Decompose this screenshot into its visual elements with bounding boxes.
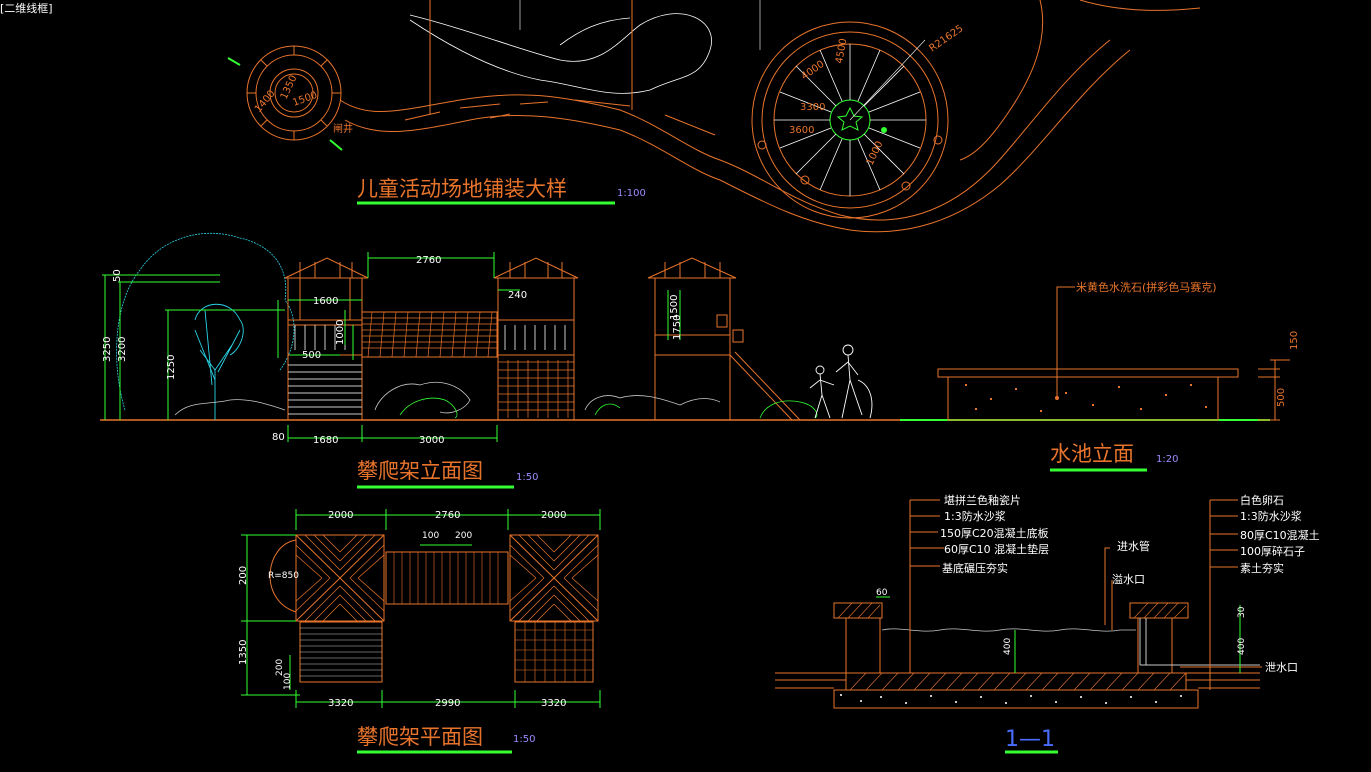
plaza-detail xyxy=(227,0,1201,233)
section-dim-60: 60 xyxy=(876,588,888,598)
plan-dim-b3: 3320 xyxy=(541,698,566,709)
section-right-note-1: 白色卵石 xyxy=(1240,493,1284,507)
plan-dim-left-1350: 1350 xyxy=(238,640,249,665)
plaza-scale: 1:100 xyxy=(617,188,646,199)
inlet-label: 闸井 xyxy=(333,122,353,135)
section-right-note-5: 素土夯实 xyxy=(1240,561,1284,575)
plan-dim-left-200b: 200 xyxy=(275,659,285,676)
climb-plan xyxy=(241,509,601,708)
section-1-1 xyxy=(775,499,1262,709)
section-inlet-label: 进水管 xyxy=(1117,539,1150,553)
paver-dashes xyxy=(404,99,716,136)
pool-elev-title: 水池立面 xyxy=(1050,442,1134,466)
pool-elev-scale: 1:20 xyxy=(1156,454,1178,465)
section-left-note-2: 1:3防水沙浆 xyxy=(944,509,1006,523)
plan-dim-100: 100 xyxy=(422,531,439,541)
plaza-radius-label: R21625 xyxy=(927,23,965,54)
section-left-note-3: 150厚C20混凝土底板 xyxy=(940,526,1049,540)
climb-elevation xyxy=(100,232,900,442)
plan-dim-b2: 2990 xyxy=(435,698,460,709)
elev-dim-240: 240 xyxy=(508,290,527,301)
plan-dim-t1: 2000 xyxy=(328,510,353,521)
plan-radius: R=850 xyxy=(268,571,299,581)
pool-elev-labels: 米黄色水洗石(拼彩色马赛克) 150 500 xyxy=(1076,280,1300,407)
plan-dim-b1: 3320 xyxy=(328,698,353,709)
plaza-dim-3600: 3600 xyxy=(789,125,814,136)
elev-dim-3000: 3000 xyxy=(419,435,444,446)
elev-dim-1750: 1750 xyxy=(672,315,683,340)
elev-dim-1000: 1000 xyxy=(335,320,346,345)
pool-dim-500: 500 xyxy=(1276,388,1287,407)
section-notes: 堪拼兰色釉瓷片 1:3防水沙浆 150厚C20混凝土底板 60厚C10 混凝土垫… xyxy=(876,493,1320,674)
plan-dim-left-100: 100 xyxy=(283,673,293,690)
elev-dim-3250: 3250 xyxy=(102,337,113,362)
plaza-dim-4000: 4000 xyxy=(799,59,826,83)
plaza-dim-4500: 4500 xyxy=(834,38,849,65)
section-overflow-label: 溢水口 xyxy=(1112,572,1145,586)
viewport-label[interactable]: [二维线框] xyxy=(0,2,53,15)
elev-dim-50: 50 xyxy=(112,269,123,282)
pool-note: 米黄色水洗石(拼彩色马赛克) xyxy=(1076,280,1217,294)
small-circle-dim-1500: 1500 xyxy=(291,90,319,109)
elev-dim-80: 80 xyxy=(272,432,285,443)
section-dim-400b: 400 xyxy=(1237,638,1247,655)
climb-elev-title: 攀爬架立面图 xyxy=(357,459,483,483)
plaza-title: 儿童活动场地铺装大样 xyxy=(357,177,567,201)
section-right-note-4: 100厚碎石子 xyxy=(1240,544,1305,558)
elev-dim-3200: 3200 xyxy=(117,337,128,362)
pool-dim-150: 150 xyxy=(1289,331,1300,350)
climb-plan-dims: 2000 2760 2000 100 200 R=850 200 1350 20… xyxy=(238,510,566,709)
section-right-note-2: 1:3防水沙浆 xyxy=(1240,509,1302,523)
elev-dim-1500: 1500 xyxy=(669,295,680,320)
elev-dim-1600: 1600 xyxy=(313,296,338,307)
section-right-note-3: 80厚C10混凝土 xyxy=(1240,528,1320,542)
section-drain-label: 泄水口 xyxy=(1265,661,1298,674)
section-title: 1—1 xyxy=(1005,727,1055,752)
section-dim-30: 30 xyxy=(1237,606,1247,618)
climb-elev-scale: 1:50 xyxy=(516,472,538,483)
section-left-note-4: 60厚C10 混凝土垫层 xyxy=(944,542,1049,556)
big-wheel-paving xyxy=(751,21,949,219)
pool-elevation xyxy=(900,286,1290,421)
plan-dim-200: 200 xyxy=(455,531,472,541)
elev-dim-1250: 1250 xyxy=(166,355,177,380)
section-left-note-1: 堪拼兰色釉瓷片 xyxy=(944,493,1021,507)
plan-dim-t2: 2760 xyxy=(435,510,460,521)
elev-dim-1680: 1680 xyxy=(313,435,338,446)
section-dim-400: 400 xyxy=(1003,638,1013,655)
elev-dim-500: 500 xyxy=(302,350,321,361)
plan-dim-left-200: 200 xyxy=(238,566,249,585)
elev-dim-top: 2760 xyxy=(416,255,441,266)
climb-plan-title: 攀爬架平面图 xyxy=(357,725,483,749)
plaza-dim-1000: 1000 xyxy=(865,140,886,168)
plan-dim-t3: 2000 xyxy=(541,510,566,521)
climb-plan-scale: 1:50 xyxy=(513,734,535,745)
climb-elev-dims: 2760 1600 240 3250 3200 1250 50 80 1680 … xyxy=(102,255,683,446)
section-left-note-5: 基底碾压夯实 xyxy=(942,561,1008,575)
small-round-planter xyxy=(246,45,342,141)
plaza-dim-3300: 3300 xyxy=(800,102,825,113)
